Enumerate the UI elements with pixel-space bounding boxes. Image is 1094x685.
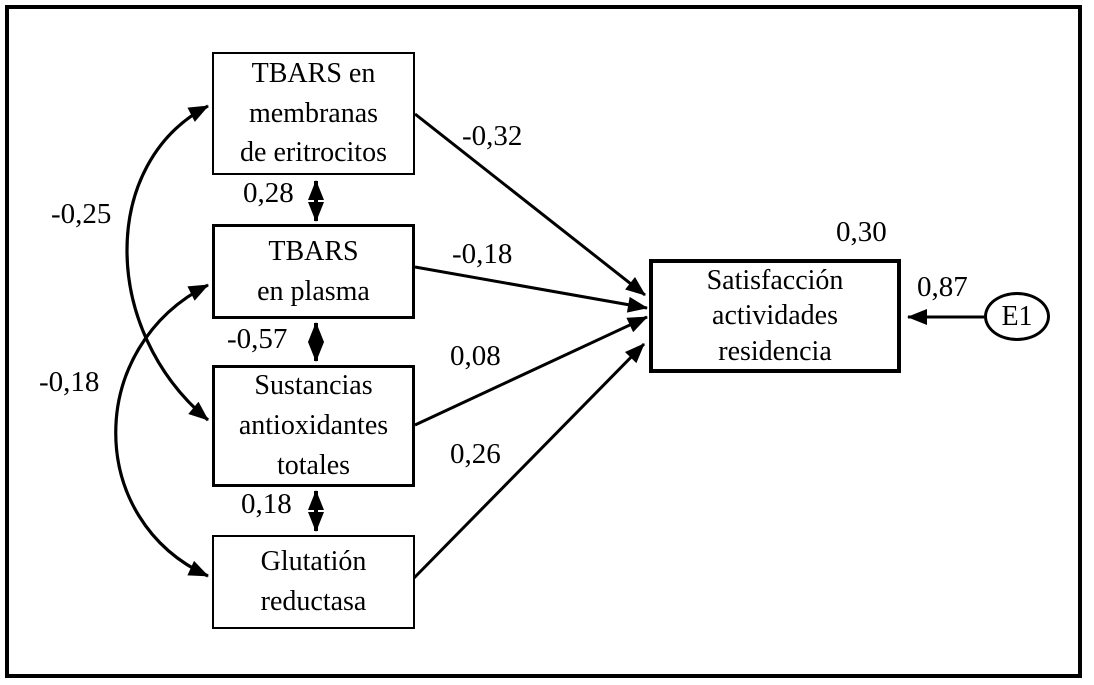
- box-tbars-plasma: TBARS en plasma: [212, 224, 415, 319]
- box-label-line: TBARS en: [251, 57, 376, 89]
- coefficient-label-path-b2: -0,18: [452, 238, 513, 270]
- coefficient-label-path-b4: 0,26: [450, 438, 501, 470]
- coefficient-label-cov-b1-b3: -0,25: [51, 198, 112, 230]
- box-sustancias-antioxidantes: Sustancias antioxidantes totales: [212, 365, 415, 487]
- box-label-line: Glutatión: [260, 546, 367, 578]
- coefficient-label-cov-b2-b4: -0,18: [39, 366, 100, 398]
- box-label-line: actividades: [712, 300, 838, 332]
- path-arrow-b2-outcome: [414, 265, 648, 313]
- box-satisfaccion-residencia: Satisfacción actividades residencia: [649, 259, 901, 373]
- box-label-line: antioxidantes: [238, 410, 389, 442]
- box-label-line: totales: [276, 449, 351, 481]
- outer-border-frame: [5, 5, 1082, 678]
- coefficient-label-error-path: 0,87: [917, 271, 968, 303]
- covariance-arrow-b2-b4: [114, 283, 209, 578]
- box-label-line: en plasma: [257, 275, 370, 307]
- box-label-line: de eritrocitos: [240, 137, 387, 169]
- path-arrow-b1-outcome: [414, 112, 646, 297]
- box-tbars-membranas: TBARS en membranas de eritrocitos: [212, 52, 415, 175]
- box-label-line: TBARS: [268, 235, 359, 267]
- box-glutation-reductasa: Glutatión reductasa: [212, 535, 415, 629]
- coefficient-label-path-b1: -0,32: [462, 120, 523, 152]
- ellipse-error-term-e1: E1: [984, 292, 1050, 341]
- path-arrow-b4-outcome: [412, 342, 646, 580]
- path-arrow-b3-outcome: [414, 315, 648, 427]
- box-label-line: Sustancias: [254, 370, 373, 402]
- coefficient-label-cov-b2-b3: -0,57: [227, 323, 288, 355]
- box-label-line: residencia: [718, 335, 832, 367]
- coefficient-label-cov-b3-b4: 0,18: [241, 488, 292, 520]
- box-label-line: membranas: [248, 97, 379, 129]
- error-term-label: E1: [1001, 300, 1033, 332]
- coefficient-label-cov-b1-b2: 0,28: [243, 177, 294, 209]
- coefficient-label-path-b3: 0,08: [450, 340, 501, 372]
- box-label-line: reductasa: [260, 586, 367, 617]
- coefficient-label-outcome-r2: 0,30: [836, 216, 887, 248]
- box-label-line: Satisfacción: [706, 264, 844, 296]
- covariance-arrow-b1-b3: [125, 104, 210, 422]
